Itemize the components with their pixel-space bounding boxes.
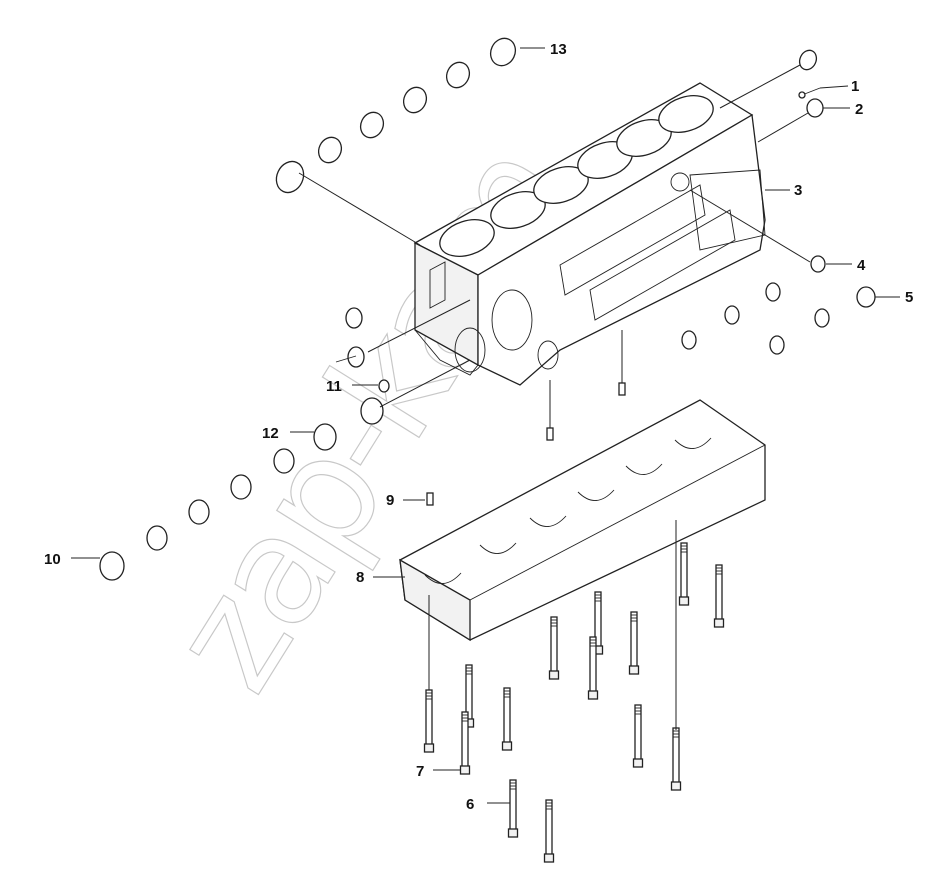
callout-3: 3	[794, 182, 802, 199]
plug-4	[810, 255, 826, 273]
bolt	[459, 711, 471, 775]
plug-top-right	[798, 49, 818, 71]
cylinder-block	[413, 82, 766, 386]
bedplate	[399, 399, 766, 642]
bolt	[463, 664, 475, 728]
plug-group-right	[681, 282, 830, 355]
bolt	[632, 704, 644, 768]
dowel-b	[618, 382, 626, 396]
callout-2: 2	[855, 101, 863, 118]
callout-8: 8	[356, 569, 364, 586]
dowel-9	[426, 492, 434, 506]
bolt	[592, 591, 604, 655]
leader-lines	[71, 47, 900, 804]
small-bolt-left	[335, 355, 357, 363]
callout-11: 11	[326, 378, 342, 395]
callout-6: 6	[466, 796, 474, 813]
callout-1: 1	[851, 78, 859, 95]
callout-12: 12	[262, 425, 279, 442]
callout-4: 4	[857, 257, 866, 274]
bolt	[670, 727, 682, 791]
callout-9: 9	[386, 492, 394, 509]
cup-plug-row-upper	[275, 37, 517, 194]
bolt	[713, 564, 725, 628]
bolt	[543, 799, 555, 863]
bolt	[628, 611, 640, 675]
bolt	[678, 542, 690, 606]
plug-5	[856, 286, 876, 308]
cam-bushing-row	[99, 423, 337, 581]
plug-2	[806, 98, 824, 118]
bolt	[423, 689, 435, 753]
callout-7: 7	[416, 763, 424, 780]
bearing-saddles	[424, 437, 712, 584]
callout-10: 10	[44, 551, 61, 568]
bolt	[548, 616, 560, 680]
bolt	[507, 779, 519, 838]
dowel-a	[546, 427, 554, 441]
cylinder-bores	[439, 95, 714, 257]
callout-5: 5	[905, 289, 913, 306]
callout-13: 13	[550, 41, 567, 58]
callout-labels: 13 1 2 3 4 5 6 7 8 9 10 11 12	[44, 41, 913, 813]
plug-group-left	[345, 307, 390, 425]
bolt	[587, 636, 599, 700]
main-bearing-bolts	[423, 542, 725, 863]
bolt	[501, 687, 513, 751]
